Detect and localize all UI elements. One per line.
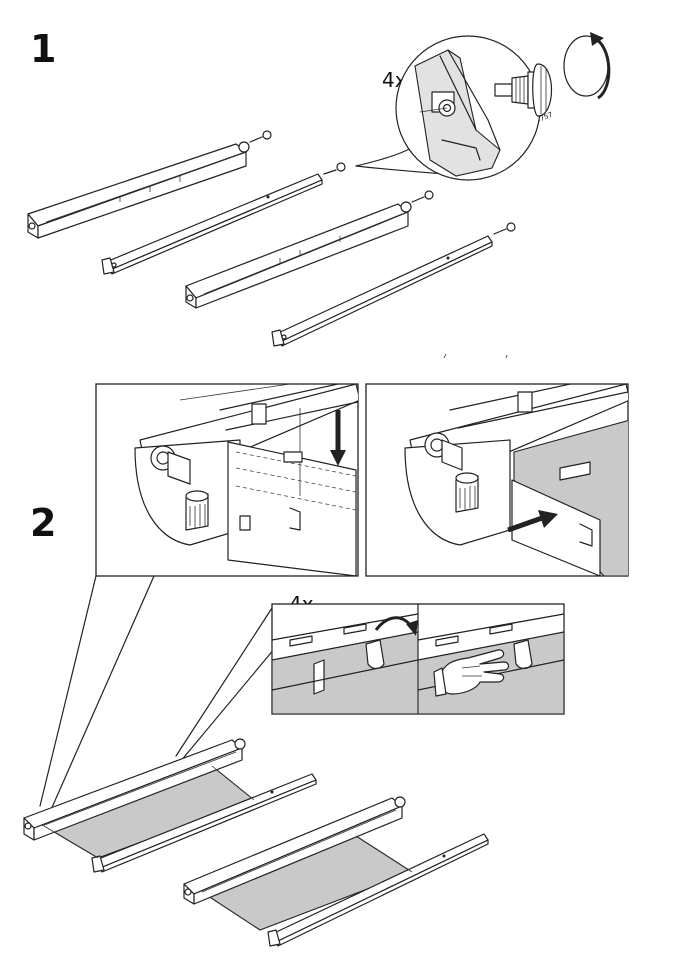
- drawer-assembly-1: [23, 738, 317, 873]
- step-2-number: 2: [30, 501, 57, 545]
- drawer-rails-group-1: [27, 130, 516, 347]
- drawer-assembly-2: [183, 796, 489, 947]
- push-arrow-icon: [507, 510, 558, 533]
- step-2-detail-lever-panel: [271, 603, 565, 715]
- step-1-detail-callout: [355, 35, 553, 181]
- step-1-number: 1: [30, 27, 57, 71]
- press-down-arrow-icon: [330, 410, 346, 466]
- step-2-detail-insert-panel: [95, 383, 359, 577]
- rotate-clockwise-icon: [563, 32, 611, 100]
- pointing-hand-icon: [433, 649, 510, 697]
- step-2-detail-slide-panel: [365, 383, 629, 577]
- snap-lever-arrow-icon: [374, 616, 418, 636]
